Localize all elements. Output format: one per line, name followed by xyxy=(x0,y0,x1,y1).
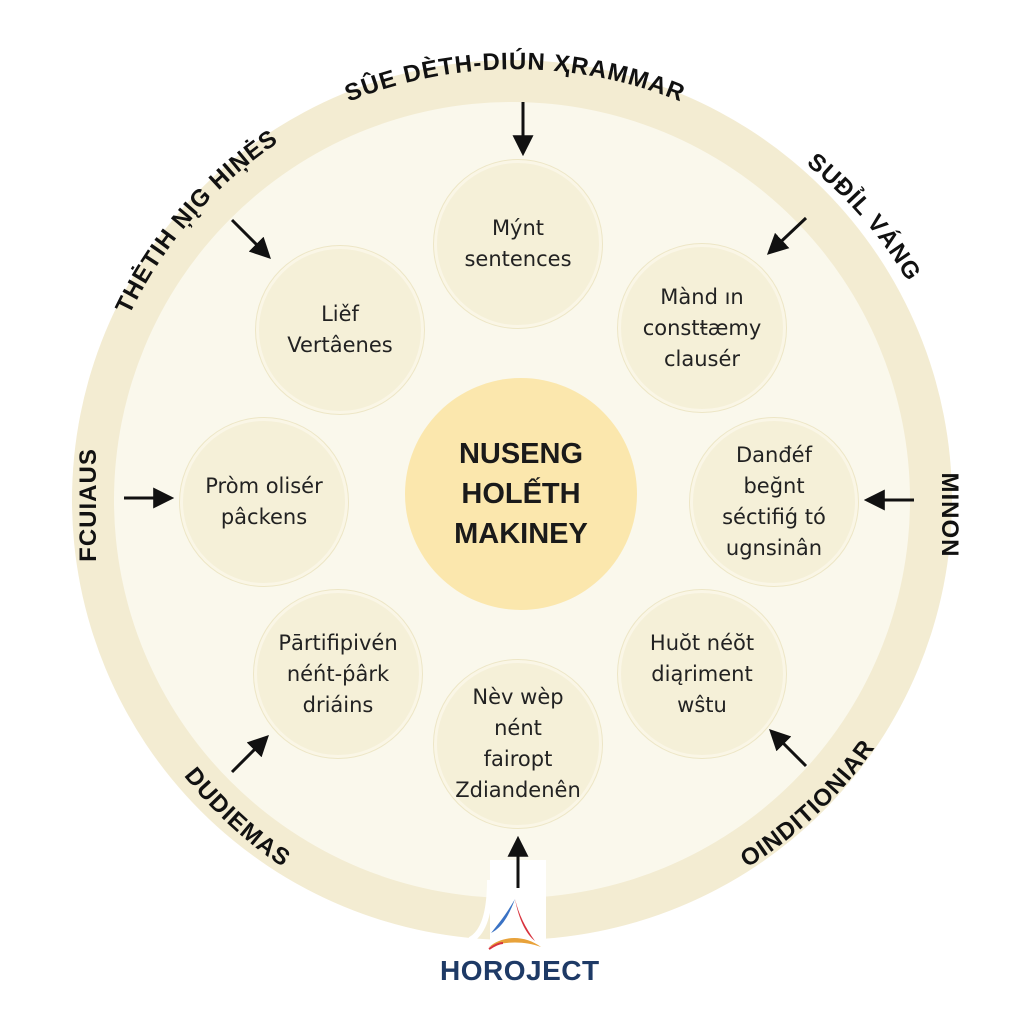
node-text: driáins xyxy=(302,692,374,717)
node-bottom-left: Pārtifipivén néńt-ṕârk driáins xyxy=(254,590,422,758)
node-text: diąriment wŝtu xyxy=(651,661,753,717)
node-text: Danđéf beğnt xyxy=(736,443,812,498)
node-text: Liěf xyxy=(321,302,359,326)
node-text: Zdiandenên xyxy=(455,778,581,802)
node-text: Mýnt xyxy=(491,216,545,240)
ring-label-left: FCUIAUS xyxy=(75,448,102,562)
triangle-swoosh-logo-icon xyxy=(488,899,541,950)
node-text: Mànd ın xyxy=(660,284,744,309)
node-top-left: Liěf Vertâenes xyxy=(256,246,424,414)
arrow-bottom-left xyxy=(230,735,269,774)
node-text: Huŏt néŏt xyxy=(649,630,755,655)
node-bottom: Nèv wèp nént fairopt Zdiandenên xyxy=(434,660,602,828)
node-text: néńt-ṕârk xyxy=(286,661,390,686)
node-text: pâckens xyxy=(220,505,308,529)
node-text: constŧæmy xyxy=(642,315,762,340)
node-top: Mýnt sentences xyxy=(434,160,602,328)
center-line-2: HOLẾTH xyxy=(461,478,581,510)
node-text: ugnsinân xyxy=(725,536,823,560)
node-text: clausér xyxy=(663,346,741,371)
node-top-right: Mànd ın constŧæmy clausér xyxy=(618,244,786,412)
node-text: fairopt xyxy=(483,747,553,771)
node-bottom-right: Huŏt néŏt diąriment wŝtu xyxy=(618,590,786,758)
arrow-top-right xyxy=(766,216,808,255)
center-line-1: NUSENG xyxy=(458,438,584,470)
logo-wordmark: HOROJECT xyxy=(440,955,600,986)
center-node: NUSENG HOLẾTH MAKINEY xyxy=(405,378,637,610)
node-text: Nèv wèp nént xyxy=(472,685,564,740)
node-text: Vertâenes xyxy=(287,333,393,357)
arrows xyxy=(124,102,914,888)
node-left: Pròm olisér pâckens xyxy=(180,418,348,586)
node-text: Pròm olisér xyxy=(205,474,323,498)
center-line-3: MAKINEY xyxy=(454,518,588,550)
ring-label-right: MINON xyxy=(936,473,963,558)
node-text: Pārtifipivén xyxy=(278,630,398,655)
node-text: sentences xyxy=(464,247,572,271)
arrow-top-left xyxy=(230,218,271,259)
brand-logo: HOROJECT xyxy=(440,895,600,1005)
arrow-bottom-right xyxy=(769,729,808,768)
node-text: séctifiǵ tó xyxy=(722,505,826,529)
node-right: Danđéf beğnt séctifiǵ tó ugnsinân xyxy=(690,418,858,586)
